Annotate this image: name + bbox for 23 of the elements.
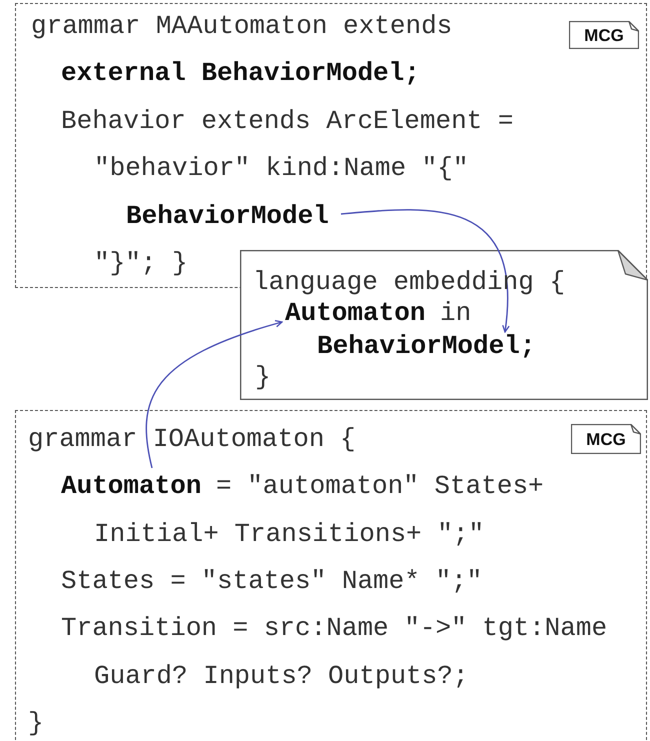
code-line: Initial+ Transitions+ ";" (94, 519, 484, 549)
code-line: "}"; } (94, 248, 188, 278)
code-line: grammar IOAutomaton { (28, 424, 356, 454)
file-badge: MCG (569, 21, 639, 49)
code-line: grammar MAAutomaton extends (31, 11, 452, 41)
code-line: "behavior" kind:Name "{" (94, 153, 468, 183)
code-line: } (255, 362, 271, 392)
code-line: = "automaton" States+ (216, 471, 544, 501)
code-keyword: BehaviorModel (126, 201, 329, 231)
code-keyword: BehaviorModel; (317, 331, 536, 361)
code-keyword: Automaton (285, 298, 426, 328)
code-box (15, 410, 647, 741)
code-line: Transition = src:Name "->" tgt:Name (61, 613, 608, 643)
code-line: } (28, 708, 44, 738)
code-line: Guard? Inputs? Outputs?; (94, 661, 468, 691)
code-line: Behavior extends ArcElement = (61, 106, 514, 136)
note-box (240, 250, 648, 400)
code-keyword: Automaton (61, 471, 202, 501)
code-line: external BehaviorModel; (61, 58, 420, 88)
code-line: in (440, 298, 472, 328)
code-line: States = "states" Name* ";" (61, 566, 482, 596)
arrow (146, 320, 283, 468)
file-badge: MCG (571, 424, 641, 454)
